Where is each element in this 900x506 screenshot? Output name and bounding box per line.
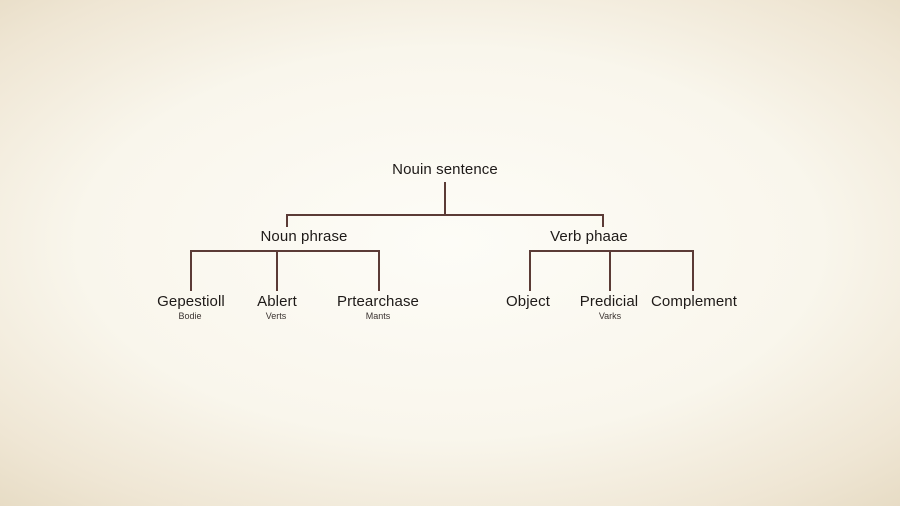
- right-leaf-3-label: Complement: [650, 293, 738, 310]
- left-leaf-3-label: Prtearchase: [337, 293, 419, 310]
- root-node-label: Nouin sentence: [392, 161, 498, 178]
- left-leaf-2-label: Ablert: [257, 293, 297, 310]
- right-branch-label: Verb phaae: [550, 228, 628, 245]
- left-branch-label: Noun phrase: [260, 228, 348, 245]
- right-leaf-2-sublabel: Varks: [598, 311, 622, 321]
- left-leaf-1-label: Gepestioll: [157, 293, 225, 310]
- right-leaf-2-label: Predicial: [579, 293, 639, 310]
- left-leaf-3-sublabel: Mants: [365, 311, 391, 321]
- left-leaf-2-sublabel: Verts: [265, 311, 287, 321]
- left-leaf-1-sublabel: Bodie: [178, 311, 202, 321]
- right-leaf-1-label: Object: [506, 293, 550, 310]
